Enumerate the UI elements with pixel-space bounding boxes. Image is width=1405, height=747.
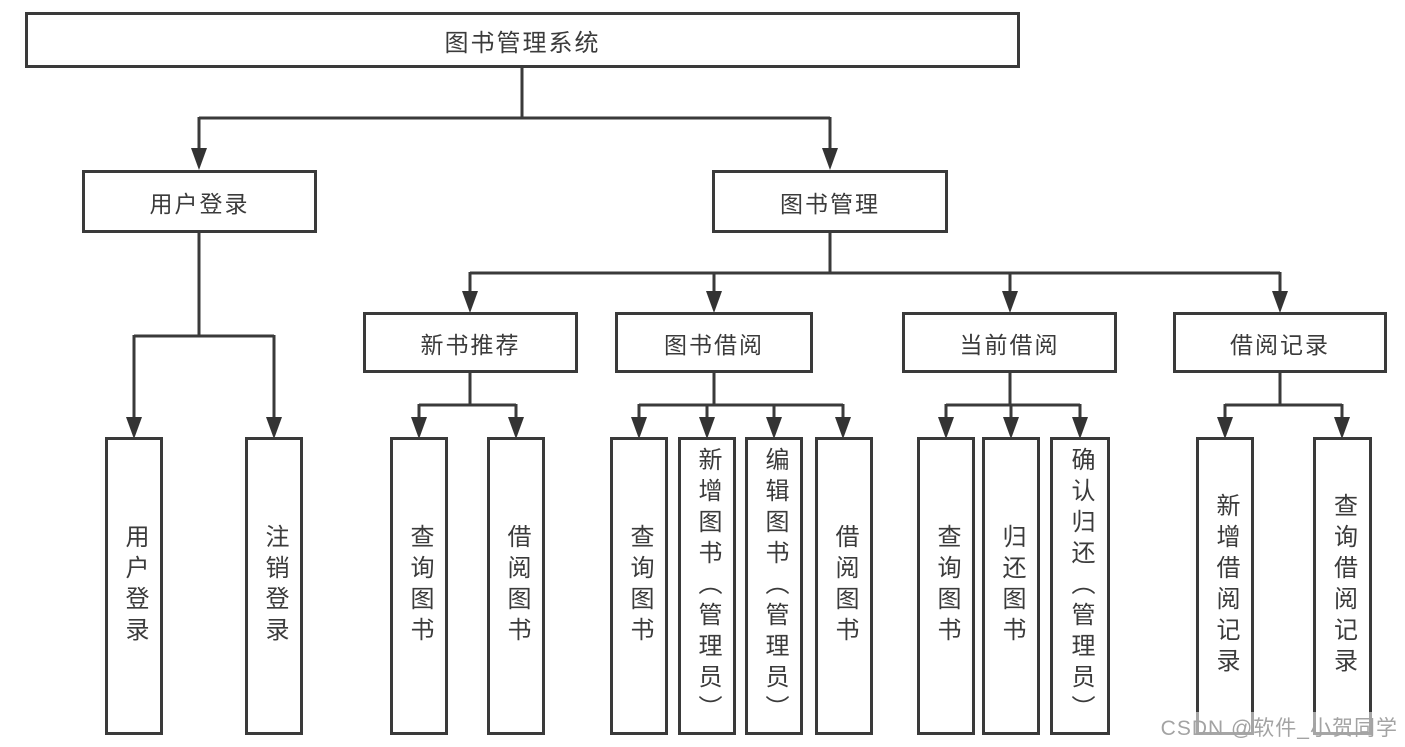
leaf-confirm-return-admin: 确认归还（管理员） (1050, 437, 1110, 735)
leaf-query-borrow-record: 查询借阅记录 (1313, 437, 1372, 735)
leaf-query-books-recommend-label: 查询图书 (406, 524, 433, 648)
node-borrow-records: 借阅记录 (1173, 312, 1387, 373)
leaf-user-login-label: 用户登录 (121, 524, 148, 648)
leaf-query-borrow-record-label: 查询借阅记录 (1329, 493, 1357, 679)
leaf-borrow-books-label: 借阅图书 (831, 524, 858, 648)
leaf-borrow-books: 借阅图书 (815, 437, 873, 735)
leaf-borrow-books-recommend: 借阅图书 (487, 437, 545, 735)
node-current-borrow-label: 当前借阅 (959, 331, 1060, 358)
node-new-book-recommend-label: 新书推荐 (420, 331, 521, 358)
leaf-query-books-current-label: 查询图书 (933, 524, 960, 648)
leaf-add-books-admin: 新增图书（管理员） (678, 437, 736, 735)
node-book-borrow-label: 图书借阅 (664, 331, 764, 358)
leaf-query-books-current: 查询图书 (917, 437, 975, 735)
leaf-edit-books-admin-label: 编辑图书（管理员） (761, 446, 788, 726)
leaf-return-books: 归还图书 (982, 437, 1040, 735)
leaf-edit-books-admin: 编辑图书（管理员） (745, 437, 803, 735)
node-user-login-label: 用户登录 (149, 190, 250, 217)
node-book-management-label: 图书管理 (780, 190, 880, 217)
node-book-management: 图书管理 (712, 170, 948, 233)
leaf-query-books-borrow-label: 查询图书 (626, 524, 653, 648)
node-book-borrow: 图书借阅 (615, 312, 813, 373)
leaf-confirm-return-admin-label: 确认归还（管理员） (1067, 446, 1094, 726)
node-library-system: 图书管理系统 (25, 12, 1020, 68)
leaf-user-login: 用户登录 (105, 437, 163, 735)
watermark: CSDN @软件_小贺同学 (1158, 712, 1400, 742)
leaf-add-borrow-record: 新增借阅记录 (1196, 437, 1254, 735)
node-new-book-recommend: 新书推荐 (363, 312, 578, 373)
leaf-logout: 注销登录 (245, 437, 303, 735)
leaf-add-books-admin-label: 新增图书（管理员） (694, 446, 721, 726)
leaf-borrow-books-recommend-label: 借阅图书 (503, 524, 530, 648)
leaf-return-books-label: 归还图书 (998, 524, 1025, 648)
leaf-query-books-borrow: 查询图书 (610, 437, 668, 735)
leaf-logout-label: 注销登录 (261, 524, 288, 648)
leaf-add-borrow-record-label: 新增借阅记录 (1212, 493, 1239, 679)
node-user-login: 用户登录 (82, 170, 317, 233)
node-current-borrow: 当前借阅 (902, 312, 1117, 373)
arrowheads (126, 148, 1350, 439)
node-library-system-label: 图书管理系统 (444, 29, 601, 57)
node-borrow-records-label: 借阅记录 (1230, 331, 1330, 358)
leaf-query-books-recommend: 查询图书 (390, 437, 448, 735)
